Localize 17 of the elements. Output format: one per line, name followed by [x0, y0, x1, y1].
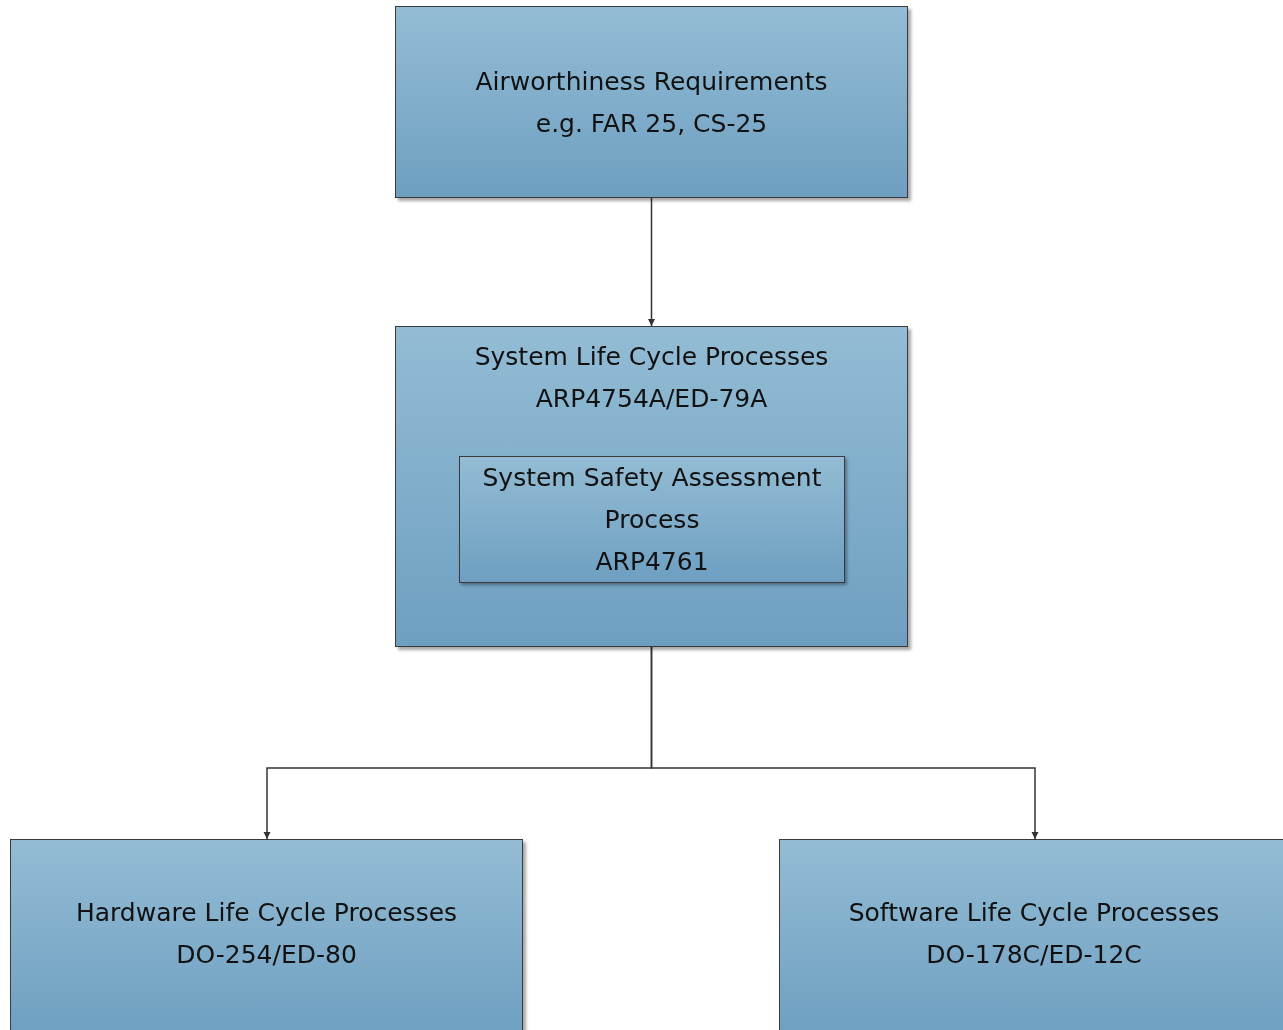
process-box: [779, 839, 1283, 1030]
process-box: [395, 6, 908, 198]
box-subtitle: DO-254/ED-80: [175, 939, 358, 971]
box-title: Hardware Life Cycle Processes: [74, 897, 459, 929]
arrow: [647, 197, 656, 327]
box-subtitle: ARP4754A/ED-79A: [534, 383, 769, 415]
box-subtitle: e.g. FAR 25, CS-25: [534, 108, 769, 140]
box-subtitle: DO-178C/ED-12C: [925, 939, 1143, 971]
process-box: [395, 326, 908, 647]
box-title: Airworthiness Requirements: [474, 66, 829, 98]
box-subtitle: ARP4761: [594, 546, 710, 578]
arrow: [650, 646, 1039, 840]
nested-process-box: [459, 456, 845, 583]
box-title: Software Life Cycle Processes: [847, 897, 1221, 929]
process-box: [10, 839, 523, 1030]
box-title: System Life Cycle Processes: [473, 341, 830, 373]
box-title: System Safety Assessment Process: [481, 462, 823, 536]
